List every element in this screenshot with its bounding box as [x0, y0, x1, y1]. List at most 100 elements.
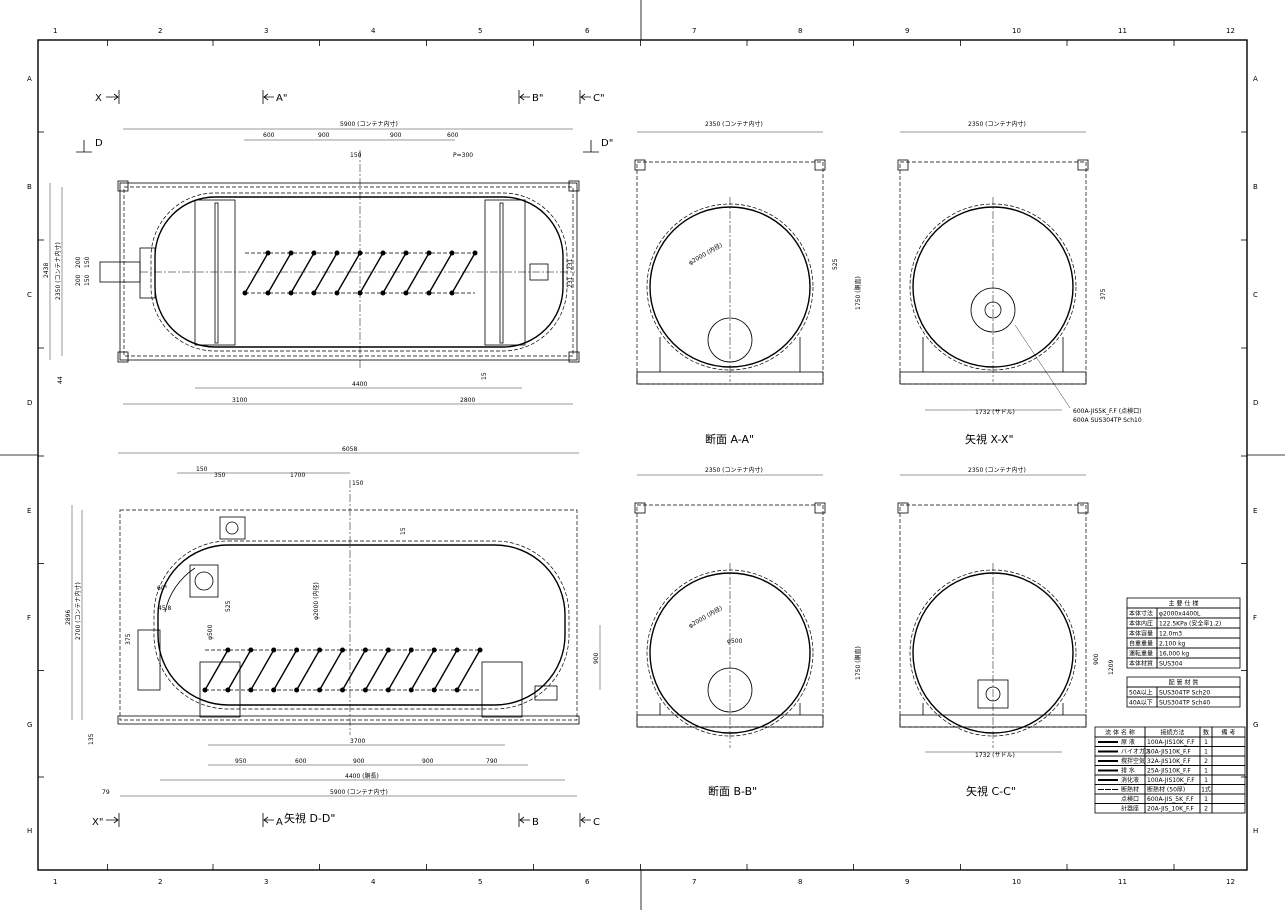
column-label: 8 [798, 27, 802, 35]
dim: 150 [84, 256, 91, 268]
nozzle [454, 687, 460, 693]
nozzle [225, 687, 231, 693]
dim: 900 [390, 132, 402, 139]
coil-segment [318, 649, 344, 691]
column-label: 7 [692, 878, 696, 886]
nozzle [317, 687, 323, 693]
table-cell: 断熱材 [1121, 786, 1139, 794]
column-label: 9 [905, 878, 909, 886]
mark-b: B" [532, 93, 543, 104]
dim: 375 [1100, 288, 1107, 300]
nozzle [248, 647, 254, 653]
note-material: 600A SUS304TP Sch10 [1073, 417, 1142, 424]
dim: 790 [486, 758, 498, 765]
table-cell: 本体材質 [1129, 660, 1153, 668]
table-cell: 点検口 [1121, 795, 1139, 803]
nozzle [340, 687, 345, 693]
column-label: 11 [1118, 878, 1127, 886]
coil-segment [290, 252, 315, 294]
dim: φ2000 (内径) [312, 582, 320, 620]
manhole [707, 317, 753, 363]
dim: 200 [75, 274, 82, 286]
table-cell: SUS304TP Sch20 [1159, 690, 1210, 697]
dim: 150 [350, 152, 362, 159]
row-label: H [27, 827, 32, 835]
view-label-c: 矢視 C-C" [966, 784, 1016, 798]
nozzle [385, 687, 391, 693]
dim: 231 [567, 258, 574, 270]
dim: 2350 (コンテナ内寸) [54, 242, 62, 300]
mark-c2: C [593, 817, 600, 828]
plan-view: 5900 (コンテナ内寸) 600 900 900 600 150 P=300 … [43, 120, 580, 405]
dim: 1700 [290, 472, 305, 479]
nozzle [271, 687, 277, 693]
column-label: 6 [585, 878, 590, 886]
dim: 150 [352, 480, 364, 487]
table-cell: 2,100 kg [1159, 641, 1186, 648]
nozzle [449, 290, 455, 296]
dim: 45.8 [158, 605, 172, 612]
dim: 1750 (胴直) [854, 276, 862, 310]
nozzle [362, 687, 368, 693]
dim: 900 [1093, 653, 1100, 665]
coil-segment [250, 649, 275, 691]
table-cell: 計器座 [1121, 805, 1139, 813]
dim: 1732 (サドル) [975, 752, 1015, 759]
table-cell: 12.0m3 [1159, 631, 1182, 638]
dim: 525 [225, 600, 232, 612]
dim: 2438 [43, 263, 50, 278]
nozzle [265, 250, 271, 256]
table-cell: 原 液 [1121, 738, 1135, 746]
nozzle [431, 647, 437, 653]
mark-d: D [95, 138, 103, 149]
nozzle [294, 647, 300, 653]
mark-d2: D" [601, 138, 613, 149]
table-cell: 50A-JIS10K_F.F [1147, 749, 1191, 756]
row-label: G [1253, 721, 1258, 729]
coil-segment [204, 649, 229, 691]
drawing-border [37, 39, 1248, 871]
table-cell: 50A以上 [1129, 689, 1153, 697]
table-cell: 2 [1204, 758, 1208, 765]
nozzle [357, 250, 363, 256]
dim: 2700 (コンテナ内寸) [74, 582, 82, 640]
dim: 60° [157, 585, 168, 592]
column-label: 10 [1012, 27, 1021, 35]
column-label: 7 [692, 27, 696, 35]
nozzle [385, 647, 391, 653]
coil-segment [451, 252, 476, 294]
column-label: 2 [158, 878, 162, 886]
nozzle [288, 250, 294, 256]
dim: 900 [353, 758, 365, 765]
nozzle [317, 647, 323, 653]
column-label: 1 [53, 27, 57, 35]
table-cell: 断熱材 (50厚) [1147, 786, 1185, 794]
dim: 2350 (コンテナ内寸) [705, 466, 763, 474]
coil-segment [410, 649, 435, 691]
dim: φ2000 (内径) [687, 241, 724, 267]
dim: 900 [422, 758, 434, 765]
nozzle [225, 647, 231, 653]
dim: 5900 (コンテナ内寸) [330, 788, 388, 796]
dim: 135 [88, 733, 95, 745]
side-view: 6058 150 350 1700 150 15 φ2000 (内径) 60° … [65, 446, 601, 825]
nozzle [426, 250, 432, 256]
dim: 200 [75, 256, 82, 268]
dim: 525 [832, 258, 839, 270]
table-cell: 本体内圧 [1129, 620, 1153, 628]
nozzle [477, 647, 483, 653]
table-cell: 自重重量 [1129, 640, 1153, 648]
dim: 15 [400, 527, 407, 535]
nozzle [271, 647, 277, 653]
table-cell: φ2000x4400L [1159, 611, 1201, 618]
row-label: D [1253, 399, 1258, 407]
table-cell: 25A-JIS10K_F.F [1147, 768, 1191, 775]
column-label: 2 [158, 27, 162, 35]
nozzle [403, 290, 409, 296]
nozzle [403, 250, 409, 256]
dim: φ500 [207, 624, 214, 640]
table-cell: 100A-JIS10K_F.F [1147, 777, 1195, 784]
table-cell: 16,000 kg [1159, 651, 1189, 658]
nozzle [288, 290, 294, 296]
